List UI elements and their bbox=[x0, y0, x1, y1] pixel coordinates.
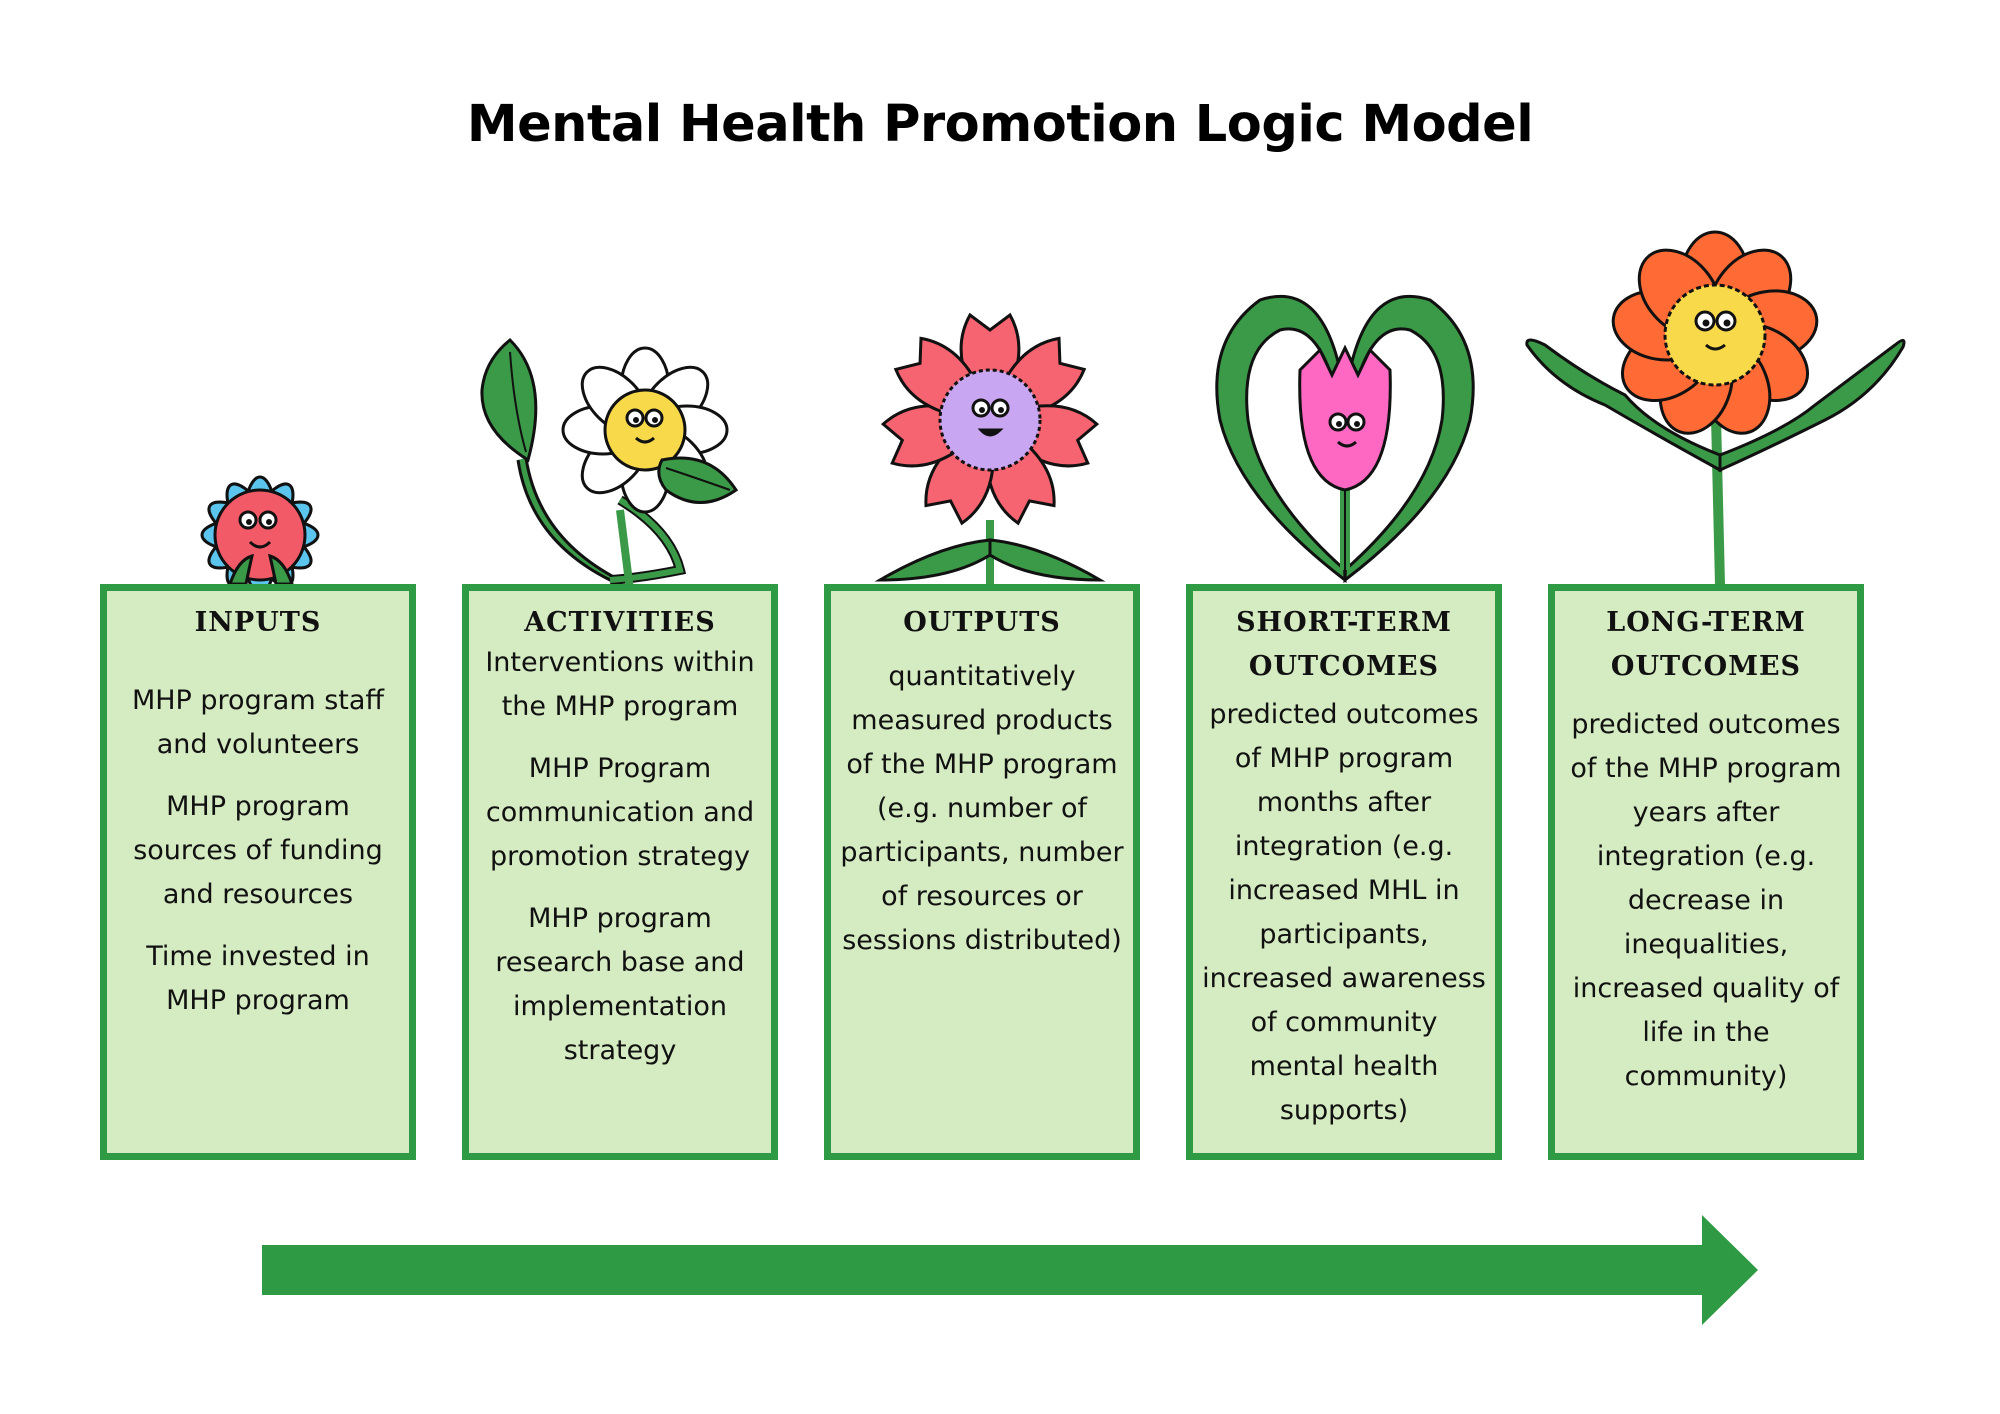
orange-flower-icon bbox=[1525, 230, 1906, 586]
stage-box-outputs: OUTPUTS quantitatively measured products… bbox=[824, 584, 1140, 1160]
stage-title: LONG-TERM OUTCOMES bbox=[1606, 607, 1806, 682]
pink-tulip-heart-icon bbox=[1215, 294, 1475, 584]
stage-box-activities: ACTIVITIES Interventions within the MHP … bbox=[462, 584, 778, 1160]
stage-title: SHORT-TERM OUTCOMES bbox=[1236, 607, 1452, 682]
flow-arrow-icon bbox=[262, 1215, 1758, 1325]
page-title: Mental Health Promotion Logic Model bbox=[466, 95, 1534, 154]
stage-item: predicted outcomes of MHP program months… bbox=[1202, 699, 1486, 1126]
stage-item: MHP program sources of funding and resou… bbox=[133, 791, 383, 910]
stage-title: INPUTS bbox=[194, 607, 322, 638]
stage-item: predicted outcomes of the MHP program ye… bbox=[1570, 709, 1842, 1092]
stage-item: MHP program staff and volunteers bbox=[131, 685, 385, 760]
red-flower-icon bbox=[874, 312, 1106, 590]
stage-item: quantitatively measured products of the … bbox=[840, 661, 1124, 956]
stage-item: Time invested in MHP program bbox=[146, 941, 370, 1016]
white-daisy-icon bbox=[480, 337, 739, 591]
stage-box-short-term-outcomes: SHORT-TERM OUTCOMES predicted outcomes o… bbox=[1186, 584, 1502, 1160]
stage-title: ACTIVITIES bbox=[524, 607, 716, 638]
stage-box-inputs: INPUTS MHP program staff and volunteers … bbox=[100, 584, 416, 1160]
stage-box-long-term-outcomes: LONG-TERM OUTCOMES predicted outcomes of… bbox=[1548, 584, 1864, 1160]
blue-daisy-icon bbox=[200, 475, 320, 595]
stage-item: MHP Program communication and promotion … bbox=[485, 753, 755, 872]
stage-item: MHP program research base and implementa… bbox=[495, 903, 745, 1066]
stage-title: OUTPUTS bbox=[903, 607, 1061, 638]
stage-item: Interventions within the MHP program bbox=[485, 647, 755, 722]
